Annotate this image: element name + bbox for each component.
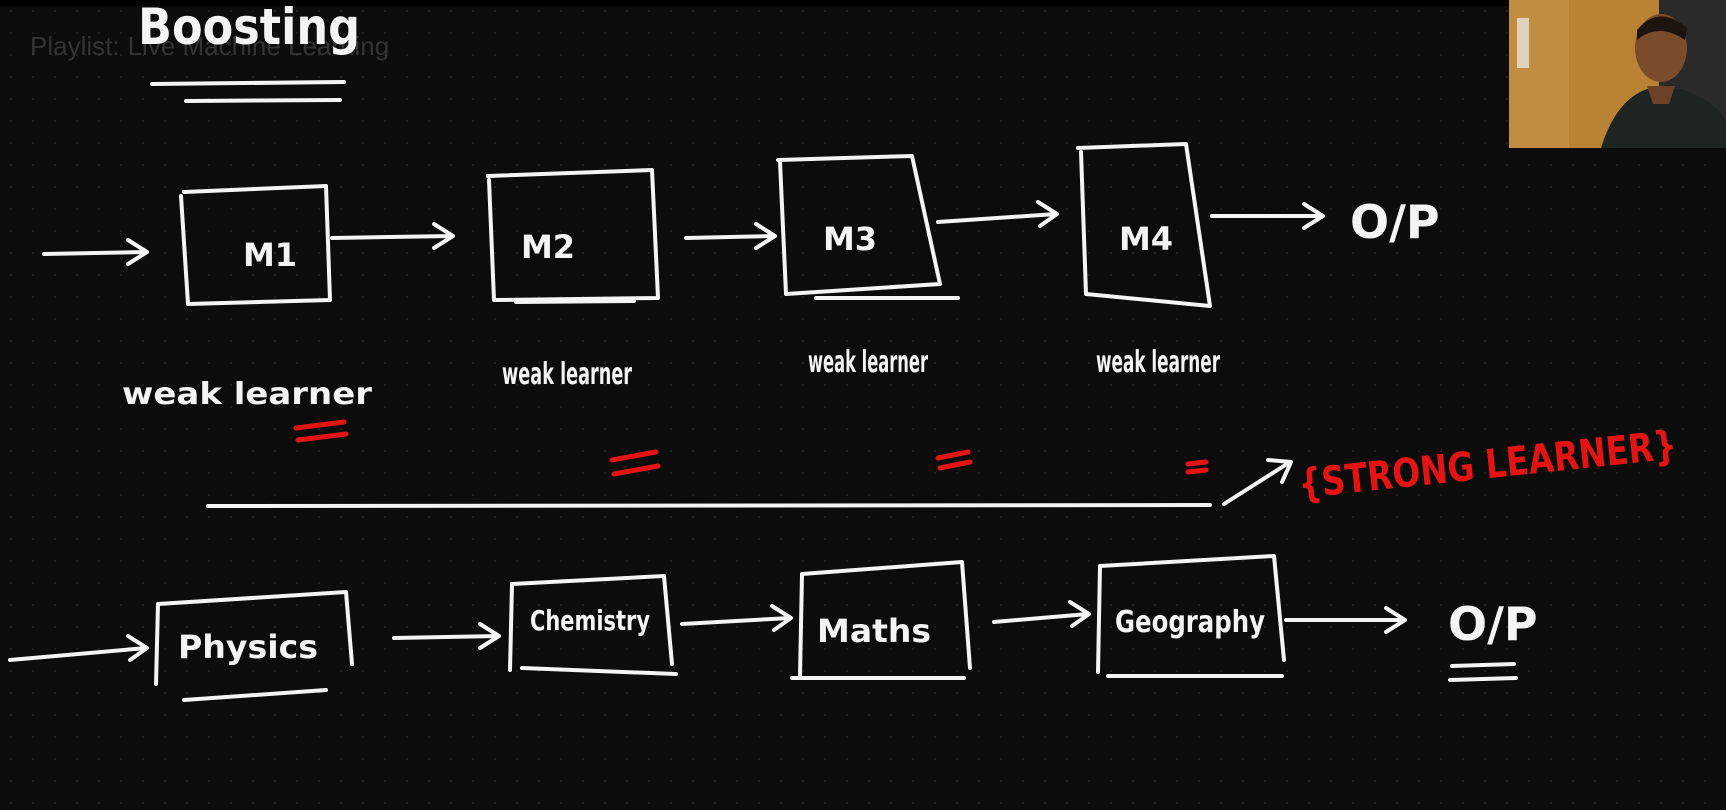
title-underline-2: [184, 98, 342, 103]
arrow-m2-m3: [684, 222, 777, 250]
output-label-top: O/P: [1350, 195, 1440, 249]
model-label-m2: M2: [521, 228, 575, 266]
title-underline-1: [150, 80, 346, 86]
model-label-m3: M3: [823, 220, 877, 258]
output-underline-2: [1448, 676, 1518, 682]
model-box-m1: M1: [179, 184, 332, 306]
red-equals-2a: [609, 449, 659, 463]
model-label-m1: M1: [243, 236, 297, 274]
output-underline-1: [1450, 662, 1516, 668]
presenter-webcam: [1509, 0, 1726, 148]
playlist-label: Playlist:: [30, 31, 120, 61]
subject-label-physics: Physics: [178, 628, 318, 666]
video-top-edge: [0, 0, 1726, 6]
red-equals-4b: [1185, 467, 1209, 475]
arrow-physics-chemistry: [392, 622, 501, 650]
subject-box-physics: Physics: [154, 590, 354, 702]
red-equals-4a: [1185, 459, 1209, 467]
subject-box-maths: Maths: [790, 560, 972, 680]
input-arrow-bottom: [8, 634, 149, 662]
playlist-overlay: Playlist:Live Machine Learning: [30, 31, 397, 62]
red-equals-3b: [937, 459, 973, 471]
weak-learner-label-4: weak learner: [1096, 345, 1220, 380]
arrow-m4-output: [1210, 202, 1325, 230]
subject-label-maths: Maths: [817, 612, 931, 650]
weak-learner-label-3: weak learner: [808, 345, 928, 380]
weak-learner-label-2: weak learner: [502, 357, 632, 392]
strong-learner-label: {STRONG LEARNER}: [1296, 422, 1679, 507]
red-equals-3a: [935, 449, 971, 461]
subject-label-chemistry: Chemistry: [530, 604, 650, 637]
subject-box-geography: Geography: [1096, 554, 1286, 678]
arrow-chemistry-maths: [680, 604, 793, 632]
playlist-name: Live Machine Learning: [127, 31, 390, 61]
model-box-m4: M4: [1076, 142, 1212, 308]
red-equals-1a: [293, 419, 347, 431]
divider-line: [206, 503, 1212, 508]
red-equals-2b: [611, 463, 661, 477]
presenter-figure: [1509, 0, 1726, 148]
model-box-m3: M3: [776, 154, 960, 300]
arrow-geography-output: [1284, 606, 1407, 634]
output-label-bottom: O/P: [1448, 597, 1538, 651]
red-equals-1b: [295, 431, 349, 443]
weak-learner-label-1: weak learner: [122, 377, 372, 412]
arrow-maths-geography: [992, 600, 1091, 628]
arrow-m1-m2: [330, 222, 455, 250]
model-label-m4: M4: [1119, 220, 1173, 258]
model-box-m2: M2: [486, 168, 660, 304]
arrow-m3-m4: [936, 200, 1059, 228]
subject-label-geography: Geography: [1115, 605, 1265, 640]
subject-box-chemistry: Chemistry: [508, 574, 678, 676]
input-arrow-top: [42, 238, 149, 266]
title-boosting: Boosting: [138, 0, 360, 56]
arrow-to-strong-learner: [1222, 458, 1293, 506]
